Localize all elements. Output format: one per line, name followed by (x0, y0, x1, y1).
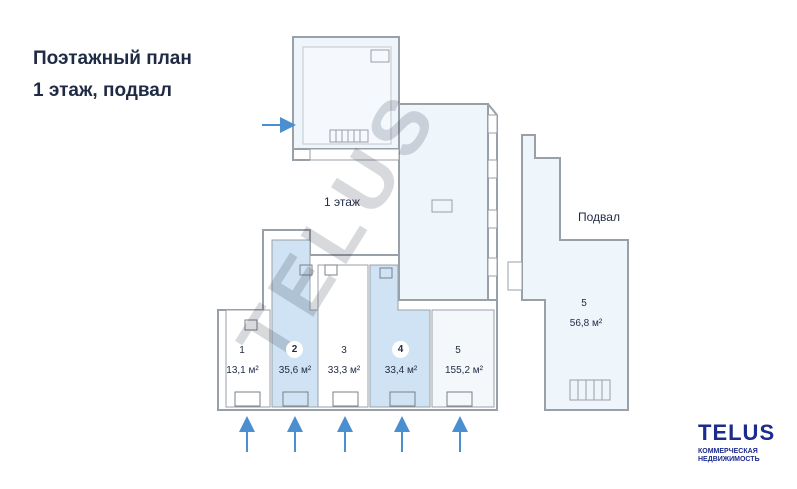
unit-3-number: 3 (341, 345, 347, 356)
telus-logo[interactable]: TELUS КОММЕРЧЕСКАЯ НЕДВИЖИМОСТЬ (698, 420, 775, 464)
unit-4-number: 4 (392, 341, 409, 358)
unit-5-area: 155,2 м² (444, 365, 483, 376)
lower-units (217, 229, 498, 411)
basement-label: Подвал (578, 210, 620, 224)
unit-5-number: 5 (455, 345, 461, 356)
basement-room (507, 134, 629, 411)
plan-subtitle: 1 этаж, подвал (33, 80, 172, 101)
logo-tagline-2: НЕДВИЖИМОСТЬ (698, 456, 760, 463)
plan-title: Поэтажный план (33, 48, 192, 69)
logo-name: TELUS (698, 420, 776, 445)
unit-1-number: 1 (239, 345, 245, 356)
unit-5-room (431, 309, 495, 408)
basement-unit-number: 5 (581, 298, 587, 309)
unit-1-area: 13,1 м² (226, 365, 259, 376)
basement-unit-area: 56,8 м² (569, 318, 603, 329)
floor-label: 1 этаж (324, 195, 360, 209)
unit-2-area: 35,6 м² (278, 365, 312, 376)
upper-room (292, 36, 400, 150)
logo-tagline-1: КОММЕРЧЕСКАЯ (698, 448, 758, 455)
unit-1-room (225, 309, 271, 408)
unit-3-area: 33,3 м² (327, 365, 361, 376)
unit-4-room (369, 264, 431, 408)
unit-2-number: 2 (286, 341, 303, 358)
unit-3-room (317, 264, 369, 408)
unit-4-area: 33,4 м² (384, 365, 418, 376)
